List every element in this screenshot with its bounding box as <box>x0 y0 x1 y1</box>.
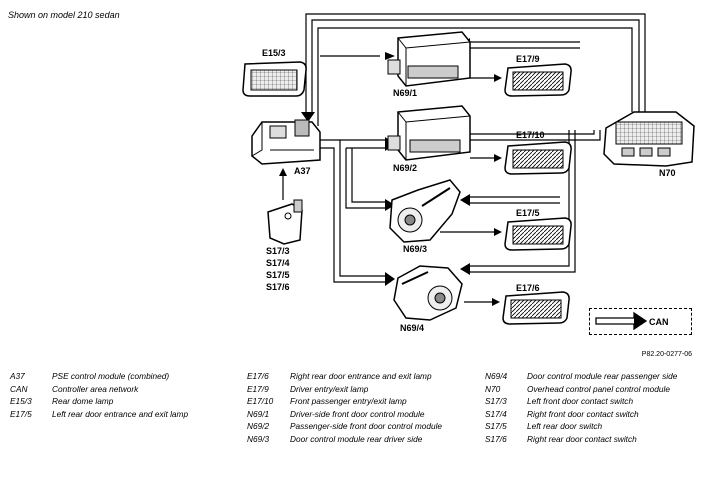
label-s17-5: S17/5 <box>266 270 290 280</box>
legend-code: N69/4 <box>485 371 508 381</box>
legend-row: A37 PSE control module (combined) <box>10 371 235 382</box>
legend-description: Front passenger entry/exit lamp <box>290 396 407 406</box>
legend-code: N69/1 <box>247 408 270 419</box>
right-rear-entrance-lamp-icon <box>502 291 570 325</box>
legend-code: E17/10 <box>247 396 274 406</box>
legend-code: S17/5 <box>485 421 507 431</box>
legend-description: Left rear door entrance and exit lamp <box>52 408 189 419</box>
label-e15-3: E15/3 <box>262 48 286 58</box>
legend-row: N69/2 Passenger-side front door control m… <box>247 421 477 432</box>
legend-description: Rear dome lamp <box>52 396 114 406</box>
label-n69-1: N69/1 <box>393 88 418 98</box>
legend-row: E17/9 Driver entry/exit lamp <box>247 383 477 395</box>
bus-arrowheads <box>301 38 648 286</box>
passenger-entry-lamp-icon <box>504 141 572 175</box>
legend-description: Door control module rear driver side <box>290 433 423 444</box>
rear-driver-door-module-icon <box>389 179 461 243</box>
legend-code: E17/5 <box>10 408 32 419</box>
can-bus-lines <box>305 13 646 283</box>
label-e17-9: E17/9 <box>516 54 540 64</box>
legend-description: Overhead control panel control module <box>527 383 670 394</box>
legend-code: E17/6 <box>247 371 269 381</box>
label-n69-3: N69/3 <box>403 244 428 254</box>
legend-row: CAN Controller area network <box>10 383 235 395</box>
legend-row: E17/10 Front passenger entry/exit lamp <box>247 396 477 407</box>
legend-code: N70 <box>485 383 501 394</box>
legend-right: N69/4 Door control module rear passenger … <box>485 371 697 447</box>
legend-row: S17/3 Left front door contact switch <box>485 396 697 407</box>
label-e17-6: E17/6 <box>516 283 540 293</box>
legend-row: S17/5 Left rear door switch <box>485 421 697 432</box>
legend-row: S17/4 Right front door contact switch <box>485 408 697 420</box>
passenger-door-module-icon <box>387 105 471 161</box>
label-s17-3: S17/3 <box>266 246 290 256</box>
driver-door-module-icon <box>387 31 471 87</box>
legend-row: E17/5 Left rear door entrance and exit la… <box>10 408 235 420</box>
legend-description: PSE control module (combined) <box>52 371 170 381</box>
legend-code: CAN <box>10 383 28 394</box>
legend-code: N69/3 <box>247 433 270 444</box>
pse-control-module-icon <box>251 119 321 165</box>
reference-number: P82.20-0277-06 <box>641 351 692 358</box>
legend-middle: E17/6 Right rear door entrance and exit l… <box>247 371 477 447</box>
legend-description: Driver entry/exit lamp <box>290 383 369 394</box>
legend-code: S17/6 <box>485 433 507 444</box>
legend-row: N69/3 Door control module rear driver sid… <box>247 433 477 445</box>
legend-description: Right rear door entrance and exit lamp <box>290 371 432 381</box>
legend-row: S17/6 Right rear door contact switch <box>485 433 697 445</box>
left-rear-entrance-lamp-icon <box>504 217 572 251</box>
label-s17-4: S17/4 <box>266 258 290 268</box>
label-a37: A37 <box>294 166 311 176</box>
label-e17-5: E17/5 <box>516 208 540 218</box>
legend-description: Door control module rear passenger side <box>527 371 678 381</box>
legend-row: N70 Overhead control panel control module <box>485 383 697 395</box>
legend-code: N69/2 <box>247 421 270 431</box>
legend-code: S17/3 <box>485 396 507 406</box>
legend-code: E17/9 <box>247 383 269 394</box>
legend-row: N69/1 Driver-side front door control modu… <box>247 408 477 420</box>
legend-code: S17/4 <box>485 408 507 419</box>
label-n70: N70 <box>659 168 676 178</box>
label-e17-10: E17/10 <box>516 130 545 140</box>
legend-description: Controller area network <box>52 383 139 394</box>
can-legend-label: CAN <box>649 317 669 327</box>
legend-description: Left front door contact switch <box>527 396 634 406</box>
legend-left: A37 PSE control module (combined) CAN Contr… <box>10 371 235 422</box>
can-arrow-symbol <box>595 311 648 331</box>
legend-row: E15/3 Rear dome lamp <box>10 396 235 407</box>
legend-code: E15/3 <box>10 396 32 406</box>
can-legend-box <box>589 308 692 335</box>
label-s17-6: S17/6 <box>266 282 290 292</box>
legend-description: Driver-side front door control module <box>290 408 425 419</box>
legend-description: Left rear door switch <box>527 421 603 431</box>
driver-entry-lamp-icon <box>504 63 572 97</box>
rear-dome-lamp-icon <box>242 61 307 97</box>
legend-row: N69/4 Door control module rear passenger … <box>485 371 697 382</box>
label-n69-4: N69/4 <box>400 323 425 333</box>
legend-description: Right rear door contact switch <box>527 433 637 444</box>
door-contact-switch-icon <box>267 199 303 245</box>
rear-passenger-door-module-icon <box>393 265 463 321</box>
label-n69-2: N69/2 <box>393 163 418 173</box>
legend-row: E17/6 Right rear door entrance and exit l… <box>247 371 477 382</box>
legend-description: Right front door contact switch <box>527 408 639 419</box>
overhead-control-panel-icon <box>603 111 695 167</box>
legend-description: Passenger-side front door control module <box>290 421 443 431</box>
diagram-caption: Shown on model 210 sedan <box>8 10 120 20</box>
legend-code: A37 <box>10 371 25 381</box>
